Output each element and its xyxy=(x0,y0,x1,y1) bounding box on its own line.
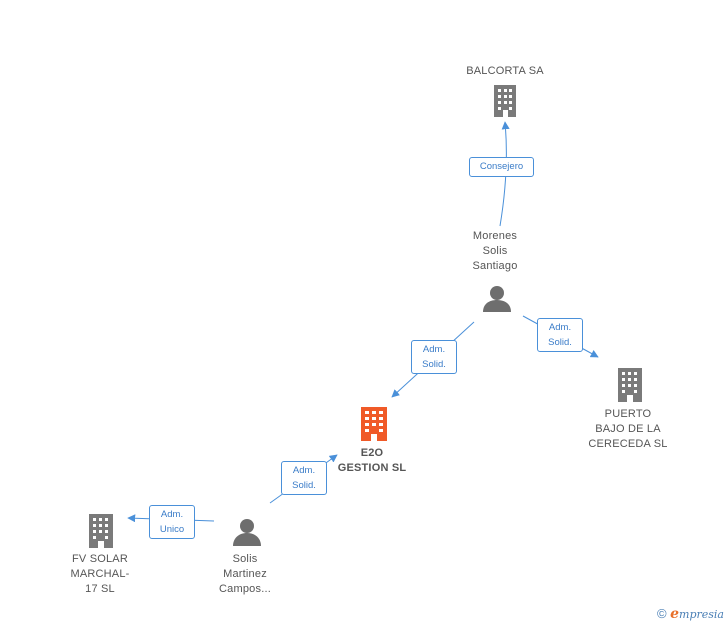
copyright-symbol: © xyxy=(657,606,667,621)
edge-label-adm-solid-3[interactable]: Adm. Solid. xyxy=(281,461,327,495)
edge-label-adm-unico[interactable]: Adm. Unico xyxy=(149,505,195,539)
edge-label-adm-solid-2[interactable]: Adm. Solid. xyxy=(537,318,583,352)
node-label-fvsolar[interactable]: FV SOLAR MARCHAL- 17 SL xyxy=(70,553,130,595)
person-icon[interactable] xyxy=(483,286,511,312)
building-icon[interactable] xyxy=(89,514,113,548)
node-label-balcorta[interactable]: BALCORTA SA xyxy=(466,65,544,77)
node-label-puerto[interactable]: PUERTO BAJO DE LA CERECEDA SL xyxy=(588,408,668,450)
focus-building-icon[interactable] xyxy=(361,407,387,441)
person-icon[interactable] xyxy=(233,519,261,546)
building-icon[interactable] xyxy=(494,85,516,117)
node-label-e2o[interactable]: E2O GESTION SL xyxy=(337,447,407,474)
brand-name: mpresia xyxy=(679,608,724,621)
edge-label-consejero[interactable]: Consejero xyxy=(469,157,534,177)
building-icon[interactable] xyxy=(618,368,642,402)
brand-initial: e xyxy=(670,606,680,622)
node-label-morenes[interactable]: Morenes Solis Santiago xyxy=(472,230,518,272)
node-label-solis[interactable]: Solis Martinez Campos... xyxy=(219,553,271,595)
edge-label-adm-solid-1[interactable]: Adm. Solid. xyxy=(411,340,457,374)
footer-brand[interactable]: © empresia xyxy=(657,606,724,622)
